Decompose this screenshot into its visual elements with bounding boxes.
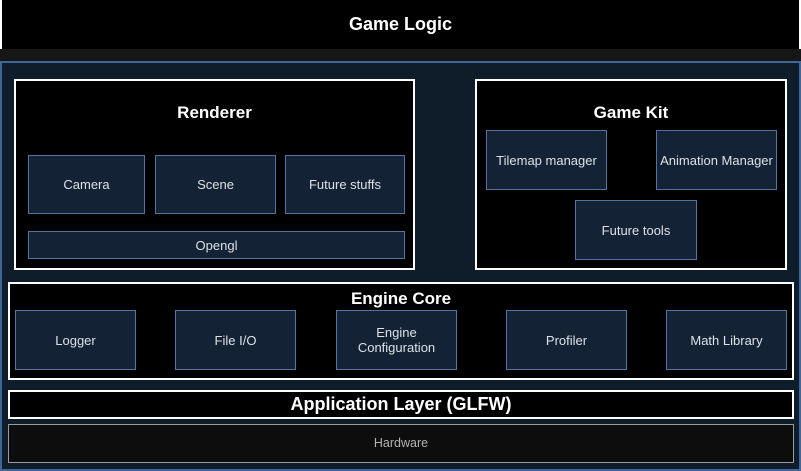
scene-block: Scene <box>155 155 276 214</box>
renderer-block: Renderer Camera Scene Future stuffs Open… <box>14 79 415 270</box>
animation-manager-block: Animation Manager <box>656 130 777 190</box>
engine-core-title: Engine Core <box>350 289 452 308</box>
hardware-block: Hardware <box>8 424 794 463</box>
game-logic-block: Game Logic <box>0 0 801 49</box>
renderer-title: Renderer <box>177 103 252 122</box>
engine-configuration-block: Engine Configuration <box>336 310 457 370</box>
engine-diagram-container: Renderer Camera Scene Future stuffs Open… <box>0 61 801 471</box>
future-tools-block: Future tools <box>575 200 697 260</box>
logger-block: Logger <box>15 310 136 370</box>
game-kit-title: Game Kit <box>593 103 669 122</box>
engine-core-block: Engine Core Logger File I/O Engine Confi… <box>8 282 794 380</box>
game-kit-block: Game Kit Tilemap manager Animation Manag… <box>475 79 787 270</box>
file-io-block: File I/O <box>175 310 296 370</box>
camera-block: Camera <box>28 155 145 214</box>
application-layer-block: Application Layer (GLFW) <box>8 390 794 419</box>
math-library-block: Math Library <box>666 310 787 370</box>
tilemap-manager-block: Tilemap manager <box>486 130 607 190</box>
profiler-block: Profiler <box>506 310 627 370</box>
opengl-block: Opengl <box>28 231 405 259</box>
future-stuffs-block: Future stuffs <box>285 155 405 214</box>
